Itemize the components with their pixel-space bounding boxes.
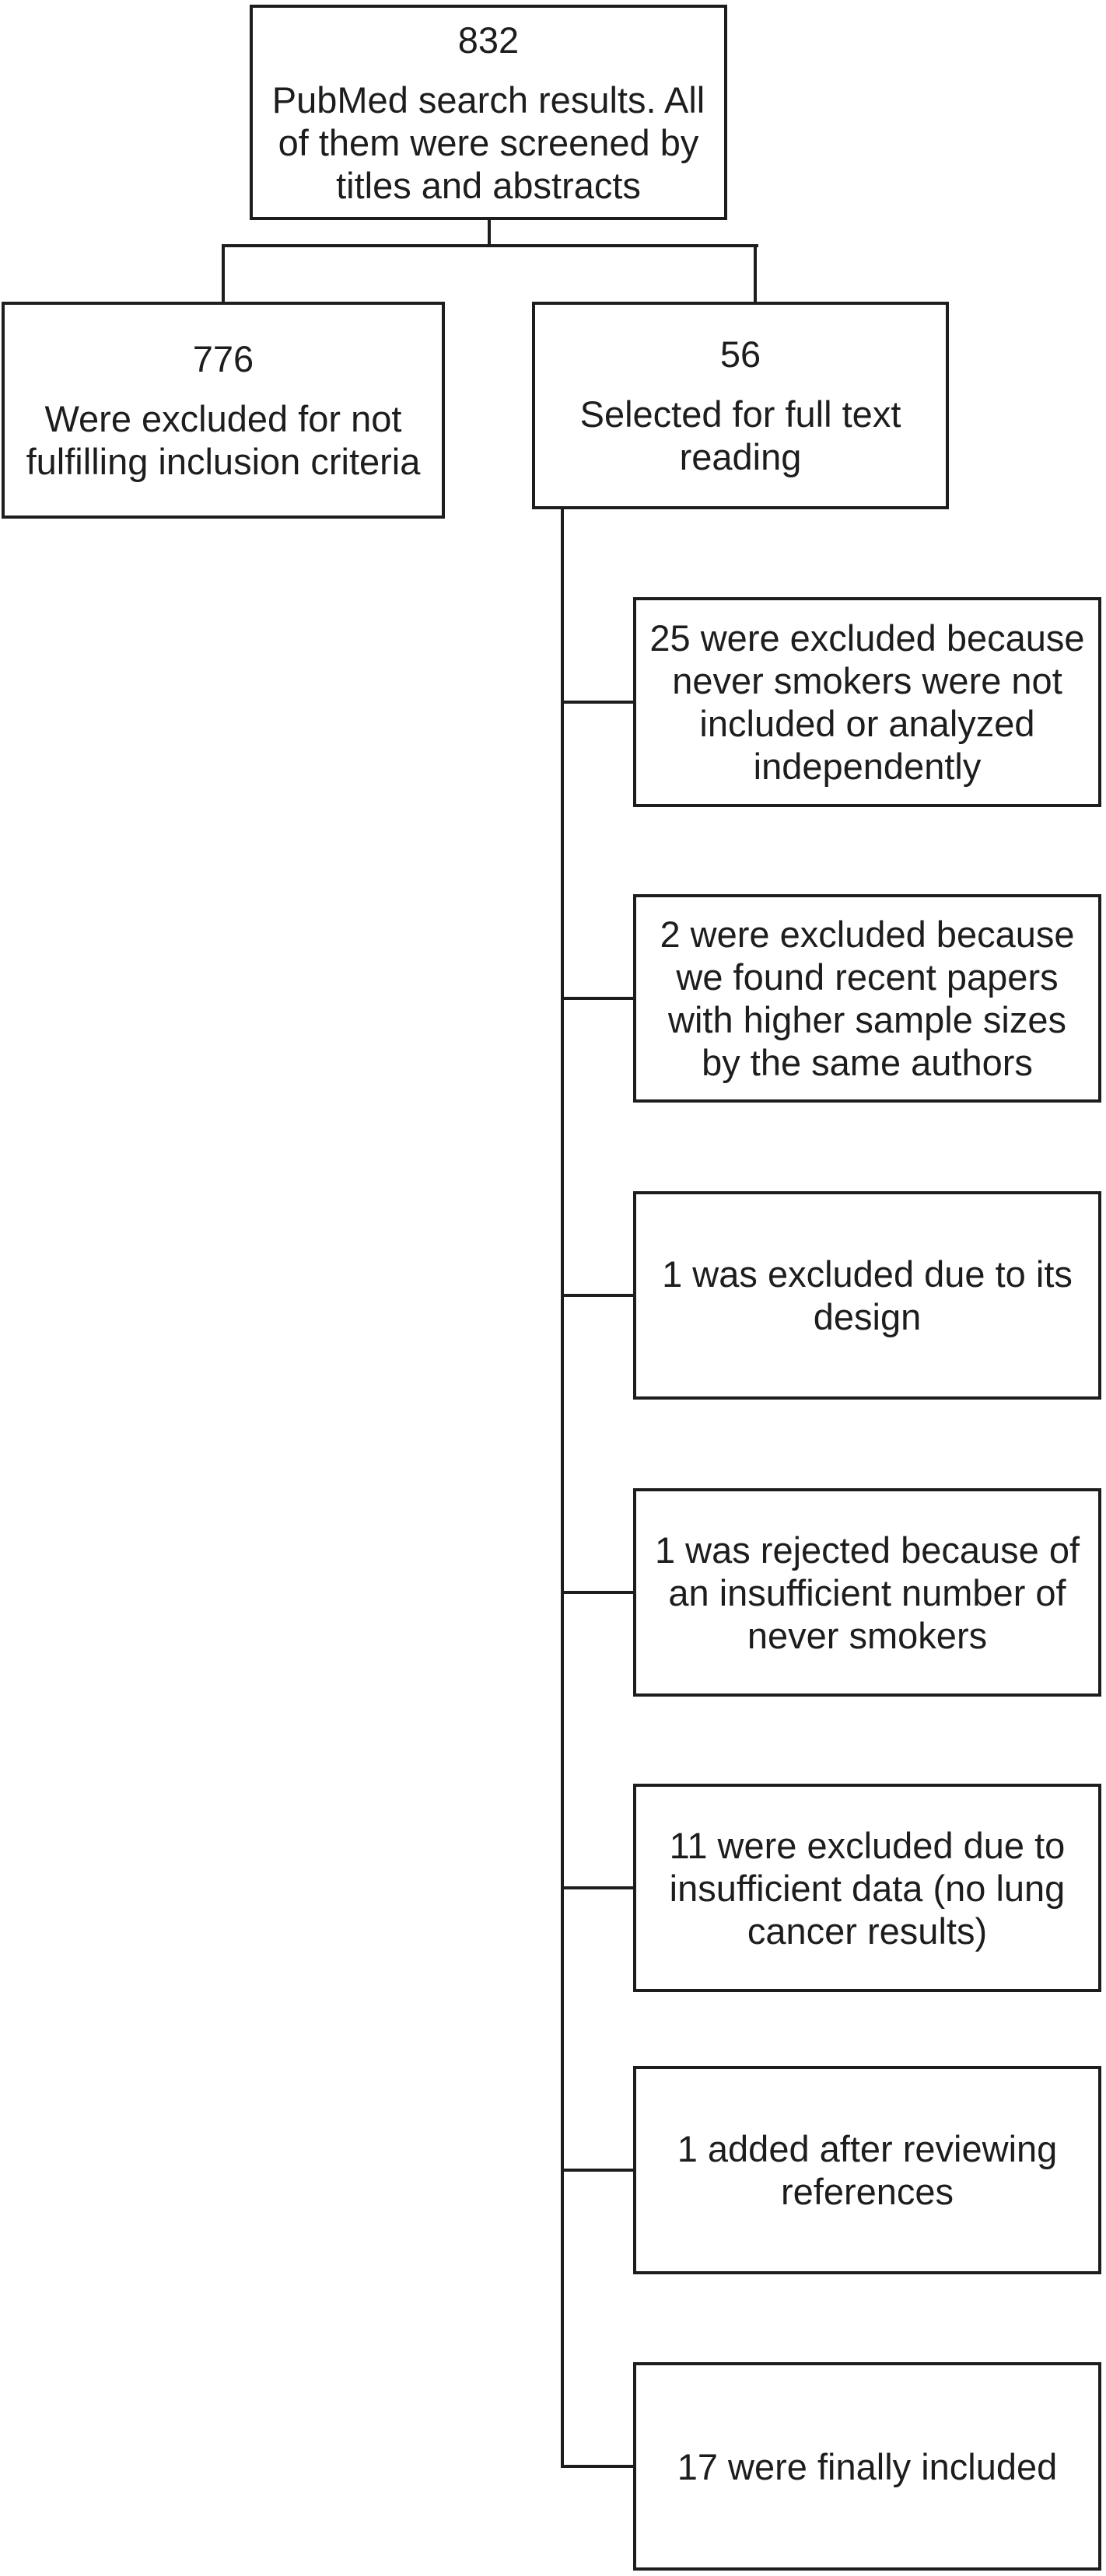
added-references-text: 1 added after reviewing references xyxy=(677,2128,1058,2212)
excluded-screening-text: Were excluded for not fulfilling inclusi… xyxy=(26,398,421,482)
flow-box-excluded-same-authors: 2 were excluded because we found recent … xyxy=(633,894,1101,1103)
excluded-never-smokers-text: 25 were excluded because never smokers w… xyxy=(649,617,1085,787)
connector-stub-1 xyxy=(561,701,635,704)
connector-stem-from-search xyxy=(488,220,491,247)
flow-box-search-results: 832 PubMed search results. All of them w… xyxy=(250,5,727,220)
connector-drop-right xyxy=(754,244,757,303)
flow-box-included: 17 were finally included xyxy=(633,2362,1101,2571)
included-text: 17 were finally included xyxy=(677,2445,1058,2487)
connector-stub-4 xyxy=(561,1591,635,1594)
excluded-screening-count: 776 xyxy=(192,338,254,379)
flow-box-excluded-design: 1 was excluded due to its design xyxy=(633,1191,1101,1400)
flow-box-excluded-screening: 776 Were excluded for not fulfilling inc… xyxy=(2,302,445,519)
flow-box-excluded-insufficient-data: 11 were excluded due to insufficient dat… xyxy=(633,1784,1101,1992)
flow-box-excluded-insufficient-number: 1 was rejected because of an insufficien… xyxy=(633,1488,1101,1697)
connector-stub-5 xyxy=(561,1886,635,1889)
connector-drop-left xyxy=(222,244,225,303)
flow-box-full-text: 56 Selected for full text reading xyxy=(532,302,949,509)
excluded-same-authors-text: 2 were excluded because we found recent … xyxy=(660,914,1075,1083)
search-results-count: 832 xyxy=(457,19,520,61)
connector-stub-2 xyxy=(561,997,635,1000)
connector-tbar xyxy=(222,244,758,247)
connector-spine xyxy=(561,507,564,2468)
connector-stub-6 xyxy=(561,2169,635,2172)
search-results-text: PubMed search results. All of them were … xyxy=(271,79,705,206)
connector-stub-3 xyxy=(561,1294,635,1297)
flow-box-added-references: 1 added after reviewing references xyxy=(633,2066,1101,2274)
excluded-insufficient-number-text: 1 was rejected because of an insufficien… xyxy=(654,1529,1080,1656)
full-text-count: 56 xyxy=(719,334,761,375)
connector-stub-7 xyxy=(561,2465,635,2468)
excluded-insufficient-data-text: 11 were excluded due to insufficient dat… xyxy=(669,1824,1066,1952)
full-text-text: Selected for full text reading xyxy=(579,393,901,477)
excluded-design-text: 1 was excluded due to its design xyxy=(662,1253,1073,1337)
flow-box-excluded-never-smokers: 25 were excluded because never smokers w… xyxy=(633,597,1101,807)
